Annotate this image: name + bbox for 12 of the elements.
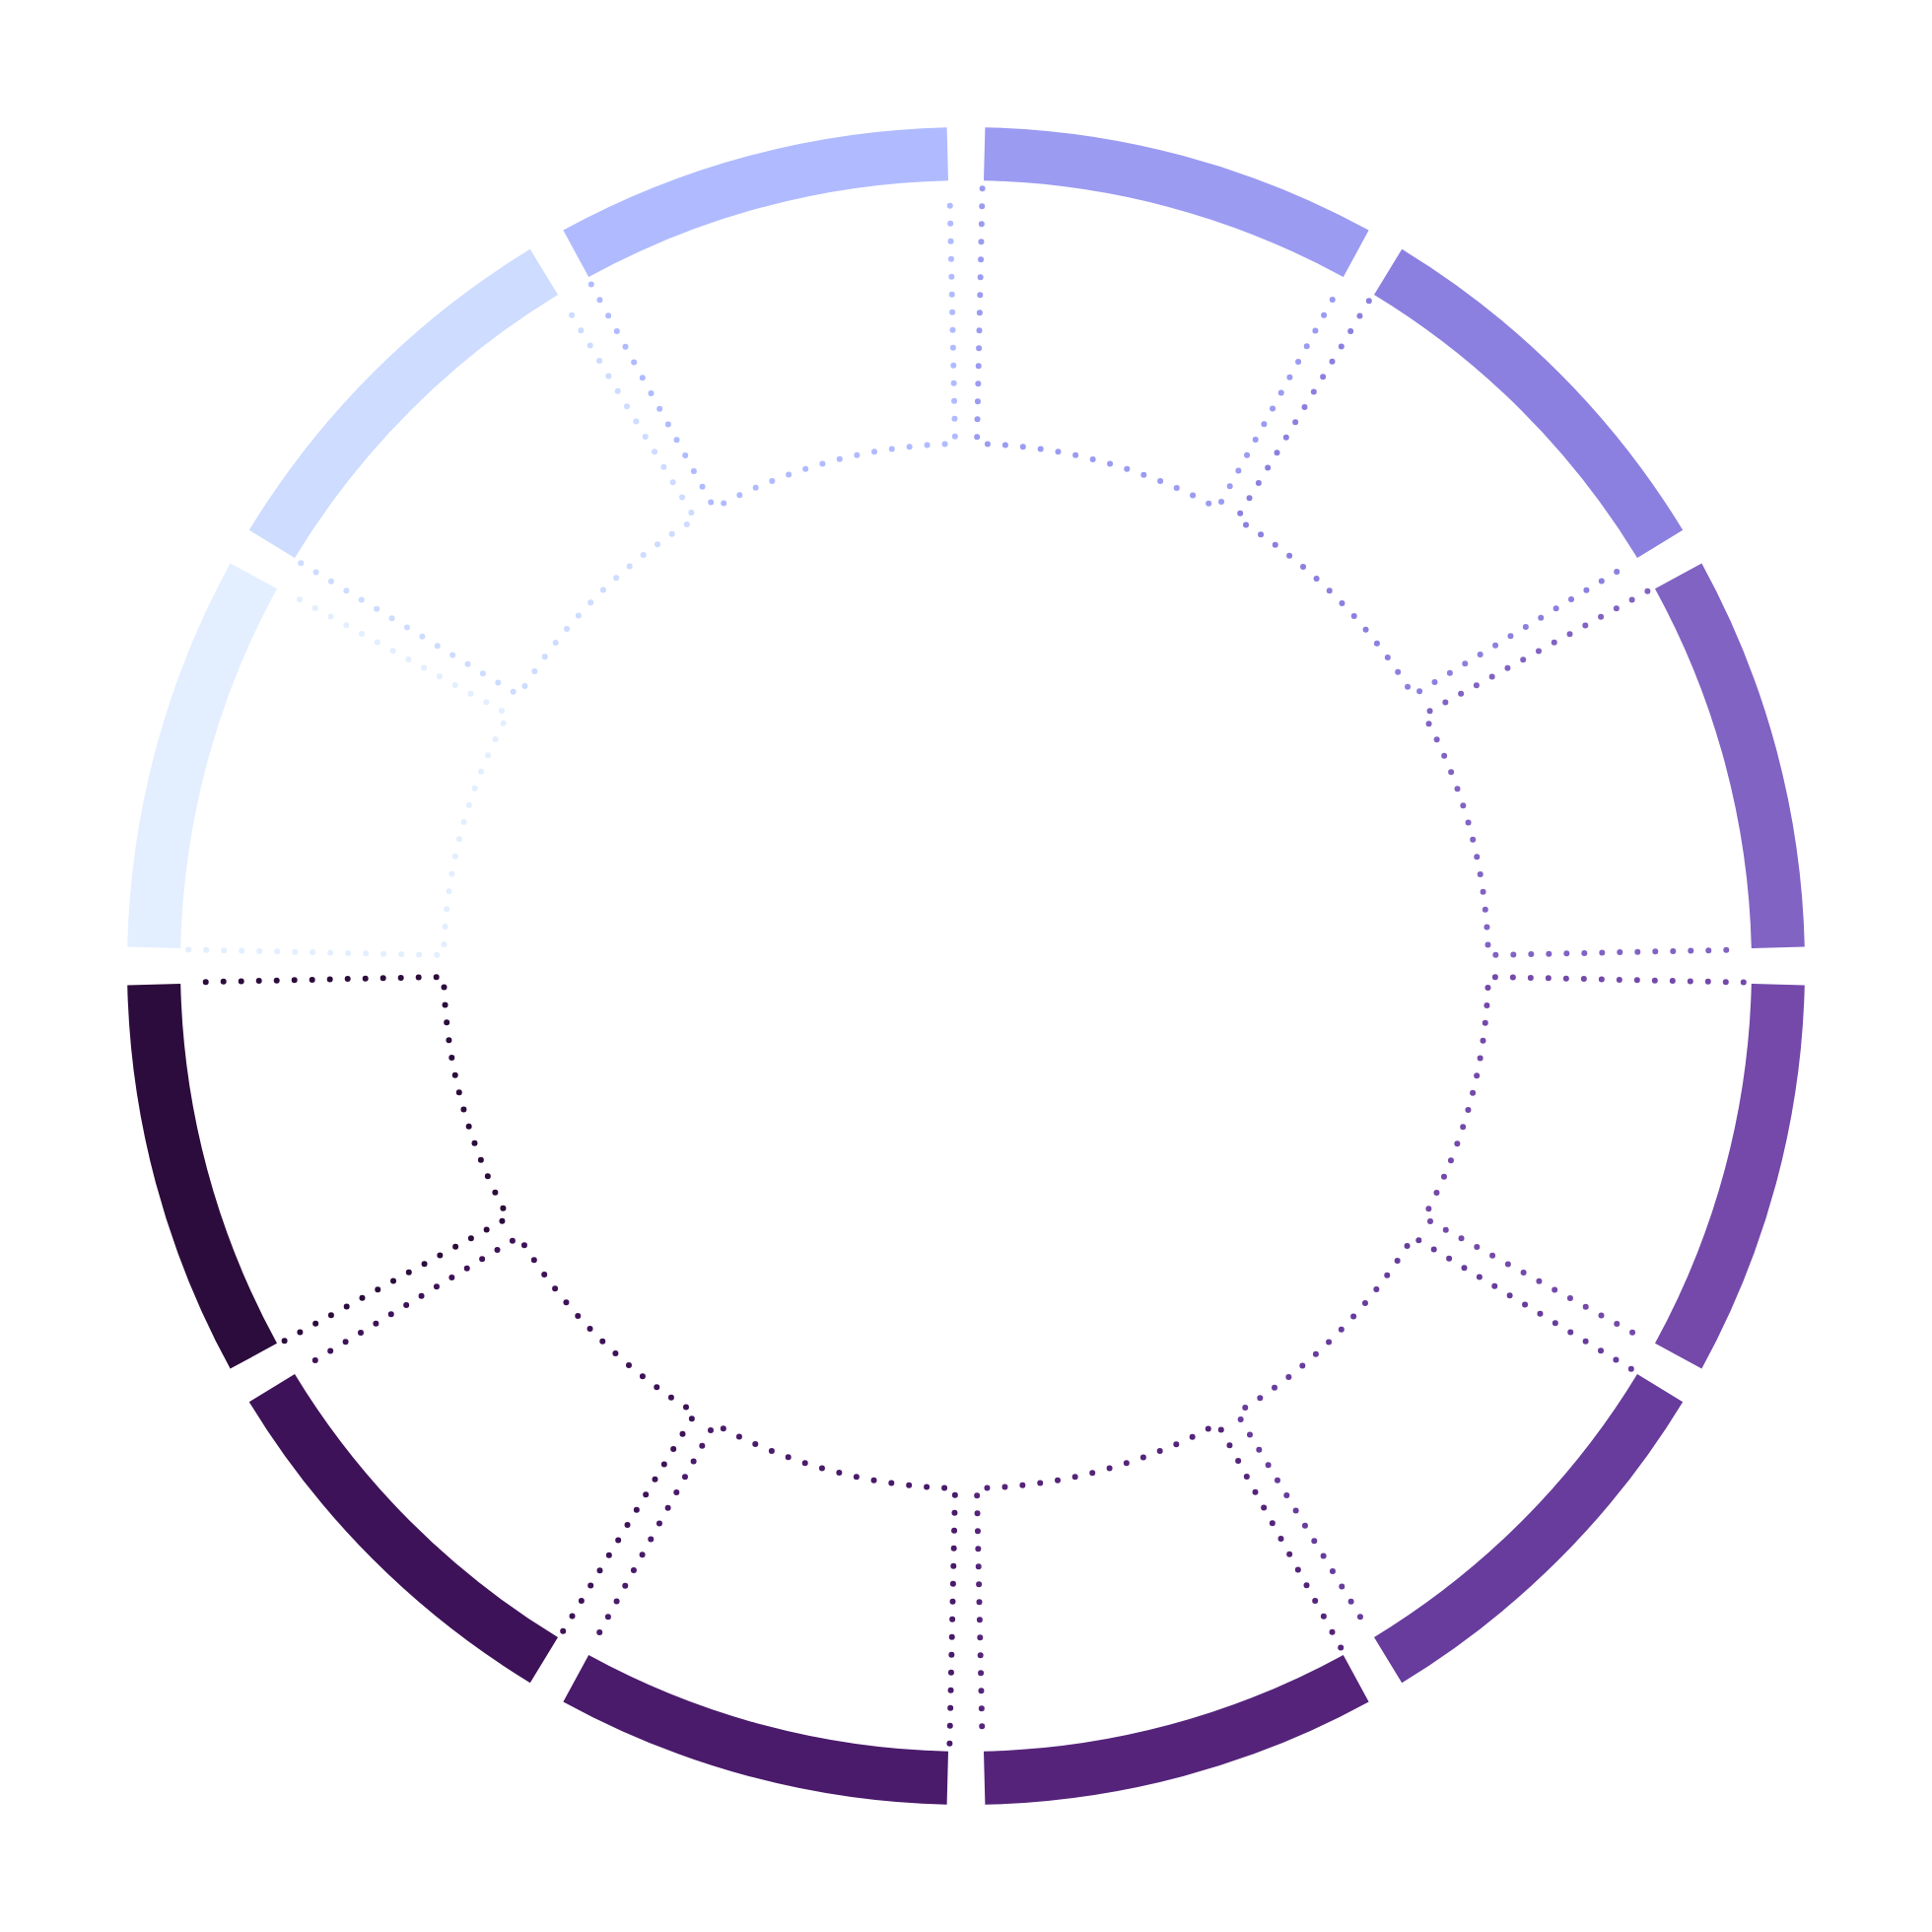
ring-segment: [248, 1374, 558, 1684]
ring-segment: [563, 1655, 948, 1805]
ring-segment: [1374, 248, 1684, 558]
ring-segment: [1655, 563, 1805, 948]
ring-segment: [248, 248, 558, 558]
ring-segment: [984, 1655, 1369, 1805]
ring-segment: [1374, 1374, 1684, 1684]
ring-segment: [127, 984, 277, 1369]
ring-segment: [1655, 984, 1805, 1369]
ring-segment: [563, 127, 948, 277]
ring-segment: [127, 563, 277, 948]
ring-segment: [984, 127, 1369, 277]
